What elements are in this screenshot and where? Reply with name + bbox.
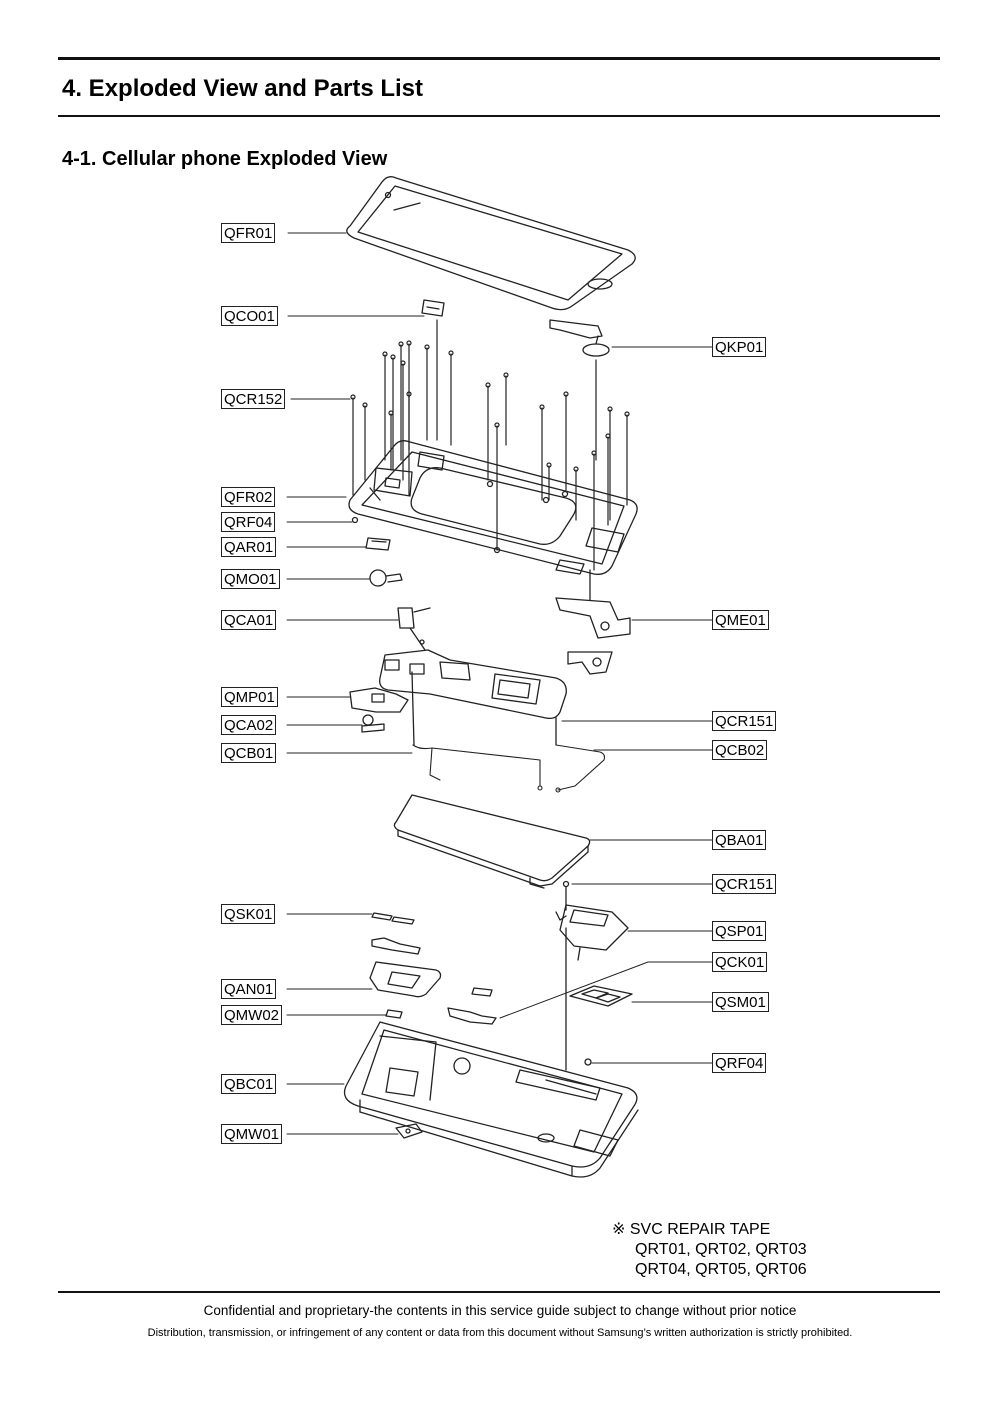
part-label-qcr151-bottom: QCR151 <box>712 874 777 894</box>
part-label-qsk01: QSK01 <box>221 904 276 924</box>
part-label-qsp01: QSP01 <box>712 921 767 941</box>
part-label-qmp01: QMP01 <box>221 687 278 707</box>
side-keys-part <box>371 912 421 955</box>
small-flex-parts <box>385 987 497 1025</box>
footer-distribution: Distribution, transmission, or infringem… <box>147 1327 853 1339</box>
part-label-qar01: QAR01 <box>221 537 277 557</box>
part-label-qmw02: QMW02 <box>221 1005 283 1025</box>
battery-part <box>393 794 591 889</box>
part-label-qmw01: QMW01 <box>221 1124 283 1144</box>
part-label-qca02: QCA02 <box>221 715 277 735</box>
page-title: 4. Exploded View and Parts List <box>62 75 423 102</box>
exploded-view-drawing <box>286 176 713 1178</box>
mid-bracket-part <box>555 569 631 675</box>
note-line-1: QRT01, QRT02, QRT03 <box>635 1241 807 1258</box>
antenna-part <box>369 961 442 998</box>
part-label-qkp01: QKP01 <box>712 337 767 357</box>
part-label-qcb02: QCB02 <box>712 740 768 760</box>
part-label-qcr152: QCR152 <box>221 389 286 409</box>
part-label-qrf04-top: QRF04 <box>221 512 276 532</box>
repair-tape-note: ※ SVC REPAIR TAPE <box>612 1220 770 1240</box>
part-label-qme01: QME01 <box>712 610 769 630</box>
note-line-2: QRT04, QRT05, QRT06 <box>635 1261 807 1278</box>
part-label-qrf04-bottom: QRF04 <box>712 1053 767 1073</box>
part-label-qca01: QCA01 <box>221 610 277 630</box>
rf-contact-part <box>584 1058 592 1066</box>
part-label-qcr151-top: QCR151 <box>712 711 777 731</box>
part-label-qcb01: QCB01 <box>221 743 277 763</box>
part-label-qbc01: QBC01 <box>221 1074 277 1094</box>
home-key-part <box>549 319 610 357</box>
rear-case-part <box>343 1021 639 1178</box>
earpiece-part <box>365 537 391 551</box>
footer-rule <box>58 1291 940 1293</box>
part-label-qan01: QAN01 <box>221 979 277 999</box>
part-label-qco01: QCO01 <box>221 306 278 326</box>
section-title: 4-1. Cellular phone Exploded View <box>62 148 388 170</box>
coax-cables-part <box>412 744 606 793</box>
footer-confidential: Confidential and proprietary-the content… <box>203 1303 797 1318</box>
part-label-qfr02: QFR02 <box>221 487 276 507</box>
note-mark: ※ <box>612 1221 626 1238</box>
main-pcb-part <box>349 639 567 746</box>
front-camera-part <box>361 714 385 733</box>
part-label-qmo01: QMO01 <box>221 569 280 589</box>
front-glass-part <box>346 176 636 311</box>
wireless-contact-part <box>395 1123 423 1139</box>
loudspeaker-part <box>555 904 629 1071</box>
part-label-qsm01: QSM01 <box>712 992 769 1012</box>
leader-lines <box>286 232 713 1135</box>
note-title: SVC REPAIR TAPE <box>629 1221 771 1238</box>
part-label-qba01: QBA01 <box>712 830 767 850</box>
screws <box>350 319 630 571</box>
front-bracket-part <box>348 440 638 575</box>
vibration-motor-part <box>369 569 403 587</box>
title-underline <box>58 115 940 117</box>
part-label-qck01: QCK01 <box>712 952 768 972</box>
rear-camera-part <box>397 607 431 651</box>
receiver-part <box>421 299 445 317</box>
sim-tray-part <box>569 985 633 1007</box>
top-rule <box>58 57 940 60</box>
part-label-qfr01: QFR01 <box>221 223 276 243</box>
